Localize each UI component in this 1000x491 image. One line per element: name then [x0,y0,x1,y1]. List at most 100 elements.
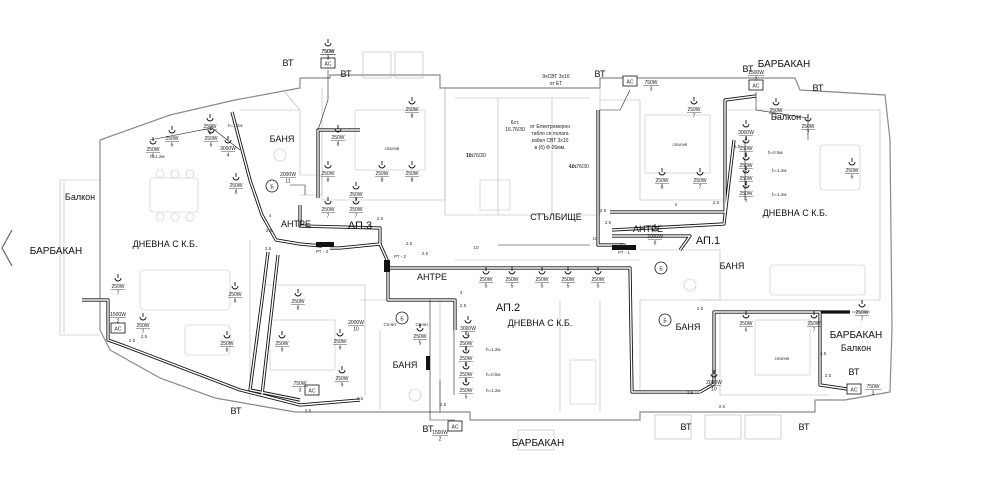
load-power: 250W [693,178,706,184]
socket-icon [338,369,346,374]
cable-section: 2.5 [734,144,741,149]
load-power: 250W [479,277,492,283]
load-power: 250W [687,107,700,113]
room-label: Балкон [65,192,95,202]
mount-height: h=1.2м [486,388,500,393]
boiler: Б [654,261,668,275]
ac-circuit: 2 [117,319,120,325]
socket-icon [416,327,424,332]
load-circuit: 9 [339,346,342,352]
cable-section: 2.5 [305,408,312,413]
small-label: спалня [385,146,400,151]
cable-section: 10 [473,245,479,250]
boiler-label: Б [663,319,667,325]
load-power: 250W [349,192,362,198]
cable-section: 2.5 [825,373,832,378]
load-power: 250W [535,277,548,283]
load-circuit: 6 [745,328,748,334]
socket-icon [710,373,718,378]
load-circuit: 7 [807,131,810,137]
socket-icon [462,365,470,370]
load-power: 250W [505,277,518,283]
room-label: Балкон [841,343,871,353]
load-power: 250W [136,323,149,329]
cable-routes-inner [82,95,855,406]
boiler-circuit: 10 [353,327,359,333]
load-power: 250W [739,191,752,197]
load-power: 250W [413,334,426,340]
load-power: 3000W [738,130,754,136]
boiler-label: Б [270,185,274,191]
cable-section: 2.5 [719,404,726,409]
small-label: Сплит [384,322,397,327]
socket-icon [462,349,470,354]
load-power: 250W [220,341,233,347]
socket-icon [742,184,750,189]
socket-icon [223,334,231,339]
load-power: 250W [111,284,124,290]
load-circuit: 5 [511,284,514,290]
socket-icon [848,161,856,166]
load-power: 250W [203,124,216,130]
boiler-power: 2000W [348,320,364,326]
load-power: 250W [333,339,346,345]
note-text: 6ст. [511,120,519,126]
load-power: 250W [845,168,858,174]
walls [59,51,893,451]
ac-power: 1500W [432,430,448,436]
room-label: ВТ [595,69,606,79]
note-text: 16.76/30 [466,153,486,159]
panel-rt1 [612,245,636,250]
panel-rt3 [316,242,334,247]
cable-section: 2.5 [265,246,272,251]
load-circuit: 6 [851,175,854,181]
load-circuit: 5 [465,348,468,354]
load-power: 250W [229,183,242,189]
load-circuit: 7 [861,317,864,323]
ac-circuit: 3 [872,391,875,397]
load-power: 250W [459,356,472,362]
load-circuit: 9 [654,241,657,247]
room-label: БАРБАКАН [830,330,882,341]
room-labels: ДНЕВНА С К.Б.ДНЕВНА С К.Б.ДНЕВНА С К.Б.А… [30,58,882,449]
load-circuit: 7 [693,114,696,120]
load-power: 2000W [706,380,722,386]
ac-power: 750W [321,49,334,55]
mount-height: h=1.2м [486,347,500,352]
socket-icon [324,200,332,205]
room-label: ВТ [231,406,242,416]
cable-section: 2.5 [129,338,136,343]
socket-icon [464,319,472,324]
note-text: от Електромерно [530,124,570,130]
load-circuit: 7 [117,291,120,297]
load-power: 250W [801,124,814,130]
load-circuit: 9 [281,348,284,354]
ac-box [846,383,862,395]
room-label: АНТРЕ [633,224,663,234]
load-circuit: 5 [745,170,748,176]
load-circuit: 9 [341,383,344,389]
height-marks: h=1.2мh=1.2мh=1.2мh=0.5мh=1.2мh=0.5мh=1.… [150,123,786,393]
socket-icon [594,270,602,275]
ac-box [447,420,463,432]
ac-box [320,57,336,69]
socket-icon [231,285,239,290]
cable-section: 2.5 [422,251,429,256]
